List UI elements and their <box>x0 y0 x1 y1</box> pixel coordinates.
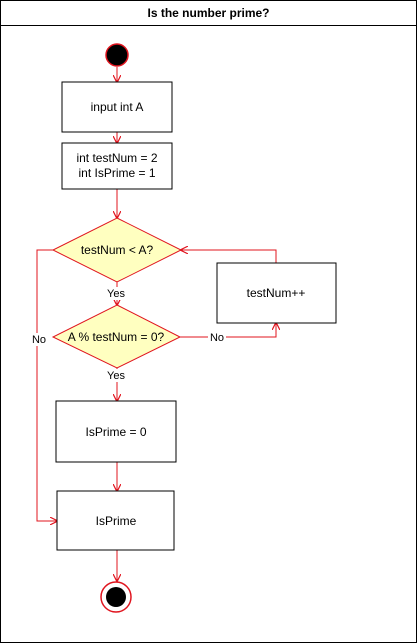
title-bar: Is the number prime? <box>1 1 416 26</box>
output-box-label: IsPrime <box>96 514 137 528</box>
edge-label-mod-yes: Yes <box>107 370 125 382</box>
diagram-title: Is the number prime? <box>147 6 270 20</box>
input-box <box>61 81 173 133</box>
loop-decision-diamond <box>51 217 183 283</box>
label-bg-loop-yes <box>105 287 127 300</box>
init-box-line-1: int testNum = 2 <box>76 151 157 165</box>
mod-decision-label: A % testNum = 0? <box>68 330 165 344</box>
end-node-core <box>106 587 126 607</box>
set-not-prime-label: IsPrime = 0 <box>85 425 146 439</box>
edge-label-mod-no: No <box>210 332 224 344</box>
output-box <box>56 490 175 551</box>
edge-mod-no-to-increment <box>180 323 276 338</box>
set-not-prime-box <box>55 400 177 463</box>
init-box <box>61 142 173 190</box>
mod-decision-diamond <box>51 304 182 369</box>
input-box-label: input int A <box>91 100 144 114</box>
label-bg-loop-no <box>29 333 47 346</box>
edges <box>36 67 277 581</box>
edge-loop-no-to-output <box>36 249 57 521</box>
init-box-line-2: int IsPrime = 1 <box>78 166 155 180</box>
increment-box <box>216 262 337 324</box>
increment-box-label: testNum++ <box>247 286 306 300</box>
edge-increment-back-to-loop <box>181 250 277 263</box>
label-bg-mod-yes <box>105 369 127 382</box>
edge-label-loop-yes: Yes <box>107 288 125 300</box>
loop-decision-label: testNum < A? <box>81 243 154 257</box>
start-node <box>105 43 129 67</box>
label-bg-mod-no <box>208 331 226 344</box>
edge-label-loop-no: No <box>32 334 46 346</box>
